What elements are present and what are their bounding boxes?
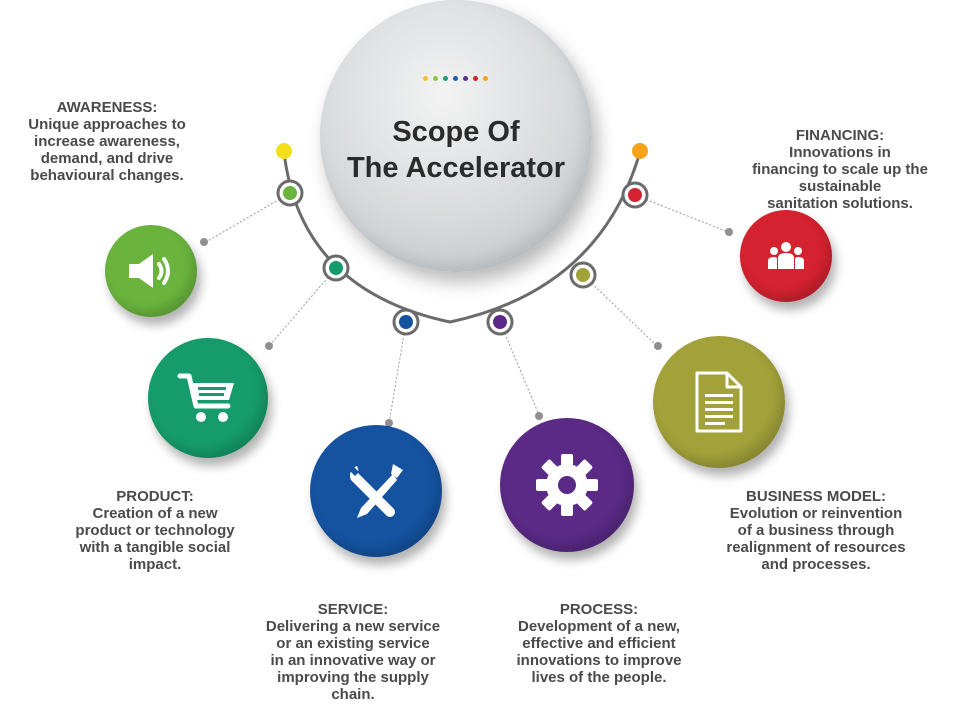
process-circle [500,418,634,552]
service-heading: SERVICE: [317,601,389,618]
tools-icon [347,464,403,518]
document-icon [695,371,743,433]
arc-node-service [392,308,420,336]
financing-description: Innovations in financing to scale up the… [752,144,928,212]
leader-end-dot [725,228,733,236]
awareness-description: Unique approaches to increase awareness,… [28,116,186,184]
color-dot [433,76,438,81]
center-title-line2: The Accelerator [346,152,566,184]
leader-line-business-model [582,274,658,347]
product-description: Creation of a new product or technology … [75,505,235,573]
people-group-icon [768,242,804,269]
financing-label: FINANCING: Innovations in financing to s… [722,127,958,212]
business-model-label: BUSINESS MODEL: Evolution or reinvention… [698,488,934,573]
process-label: PROCESS: Development of a new, effective… [488,601,710,686]
arc-node-product [322,254,350,282]
color-dot [473,76,478,81]
service-label: SERVICE: Delivering a new service or an … [237,601,469,703]
megaphone-icon [129,254,170,288]
arc-node-financing [621,181,649,209]
leader-line-financing [634,194,729,233]
service-circle [310,425,442,557]
shopping-cart-icon [177,373,234,422]
center-title: Scope Of The Accelerator [340,114,572,186]
business-model-heading: BUSINESS MODEL: [745,488,886,505]
leader-end-dot [265,342,273,350]
product-heading: PRODUCT: [116,488,194,505]
arc-end-dot-left [276,143,292,159]
awareness-heading: AWARENESS: [56,99,158,116]
color-dot [443,76,448,81]
leader-line-product [269,267,337,346]
gear-icon [536,454,598,516]
color-dot [423,76,428,81]
product-label: PRODUCT: Creation of a new product or te… [50,488,260,573]
arc-node-awareness [276,179,304,207]
awareness-circle [105,225,197,317]
color-dot [453,76,458,81]
business-model-description: Evolution or reinvention of a business t… [726,505,906,573]
product-circle [148,338,268,458]
color-dot [463,76,468,81]
awareness-label: AWARENESS: Unique approaches to increase… [2,99,212,184]
arc-end-dot-right [632,143,648,159]
leader-end-dot [654,342,662,350]
center-circle [320,0,592,272]
color-dot [483,76,488,81]
center-title-line1: Scope Of [392,116,520,148]
leader-end-dot [535,412,543,420]
leader-line-awareness [205,192,291,243]
financing-heading: FINANCING: [795,127,885,144]
leader-line-service [388,321,407,424]
arc-node-process [486,308,514,336]
arc-node-business-model [569,261,597,289]
leader-line-process [499,321,540,416]
business-model-circle [653,336,785,468]
leader-end-dot [200,238,208,246]
process-heading: PROCESS: [559,601,639,618]
financing-circle [740,210,832,302]
color-dots [423,76,488,81]
main-arc [282,151,642,324]
service-description: Delivering a new service or an existing … [265,618,441,703]
process-description: Development of a new, effective and effi… [516,618,682,686]
